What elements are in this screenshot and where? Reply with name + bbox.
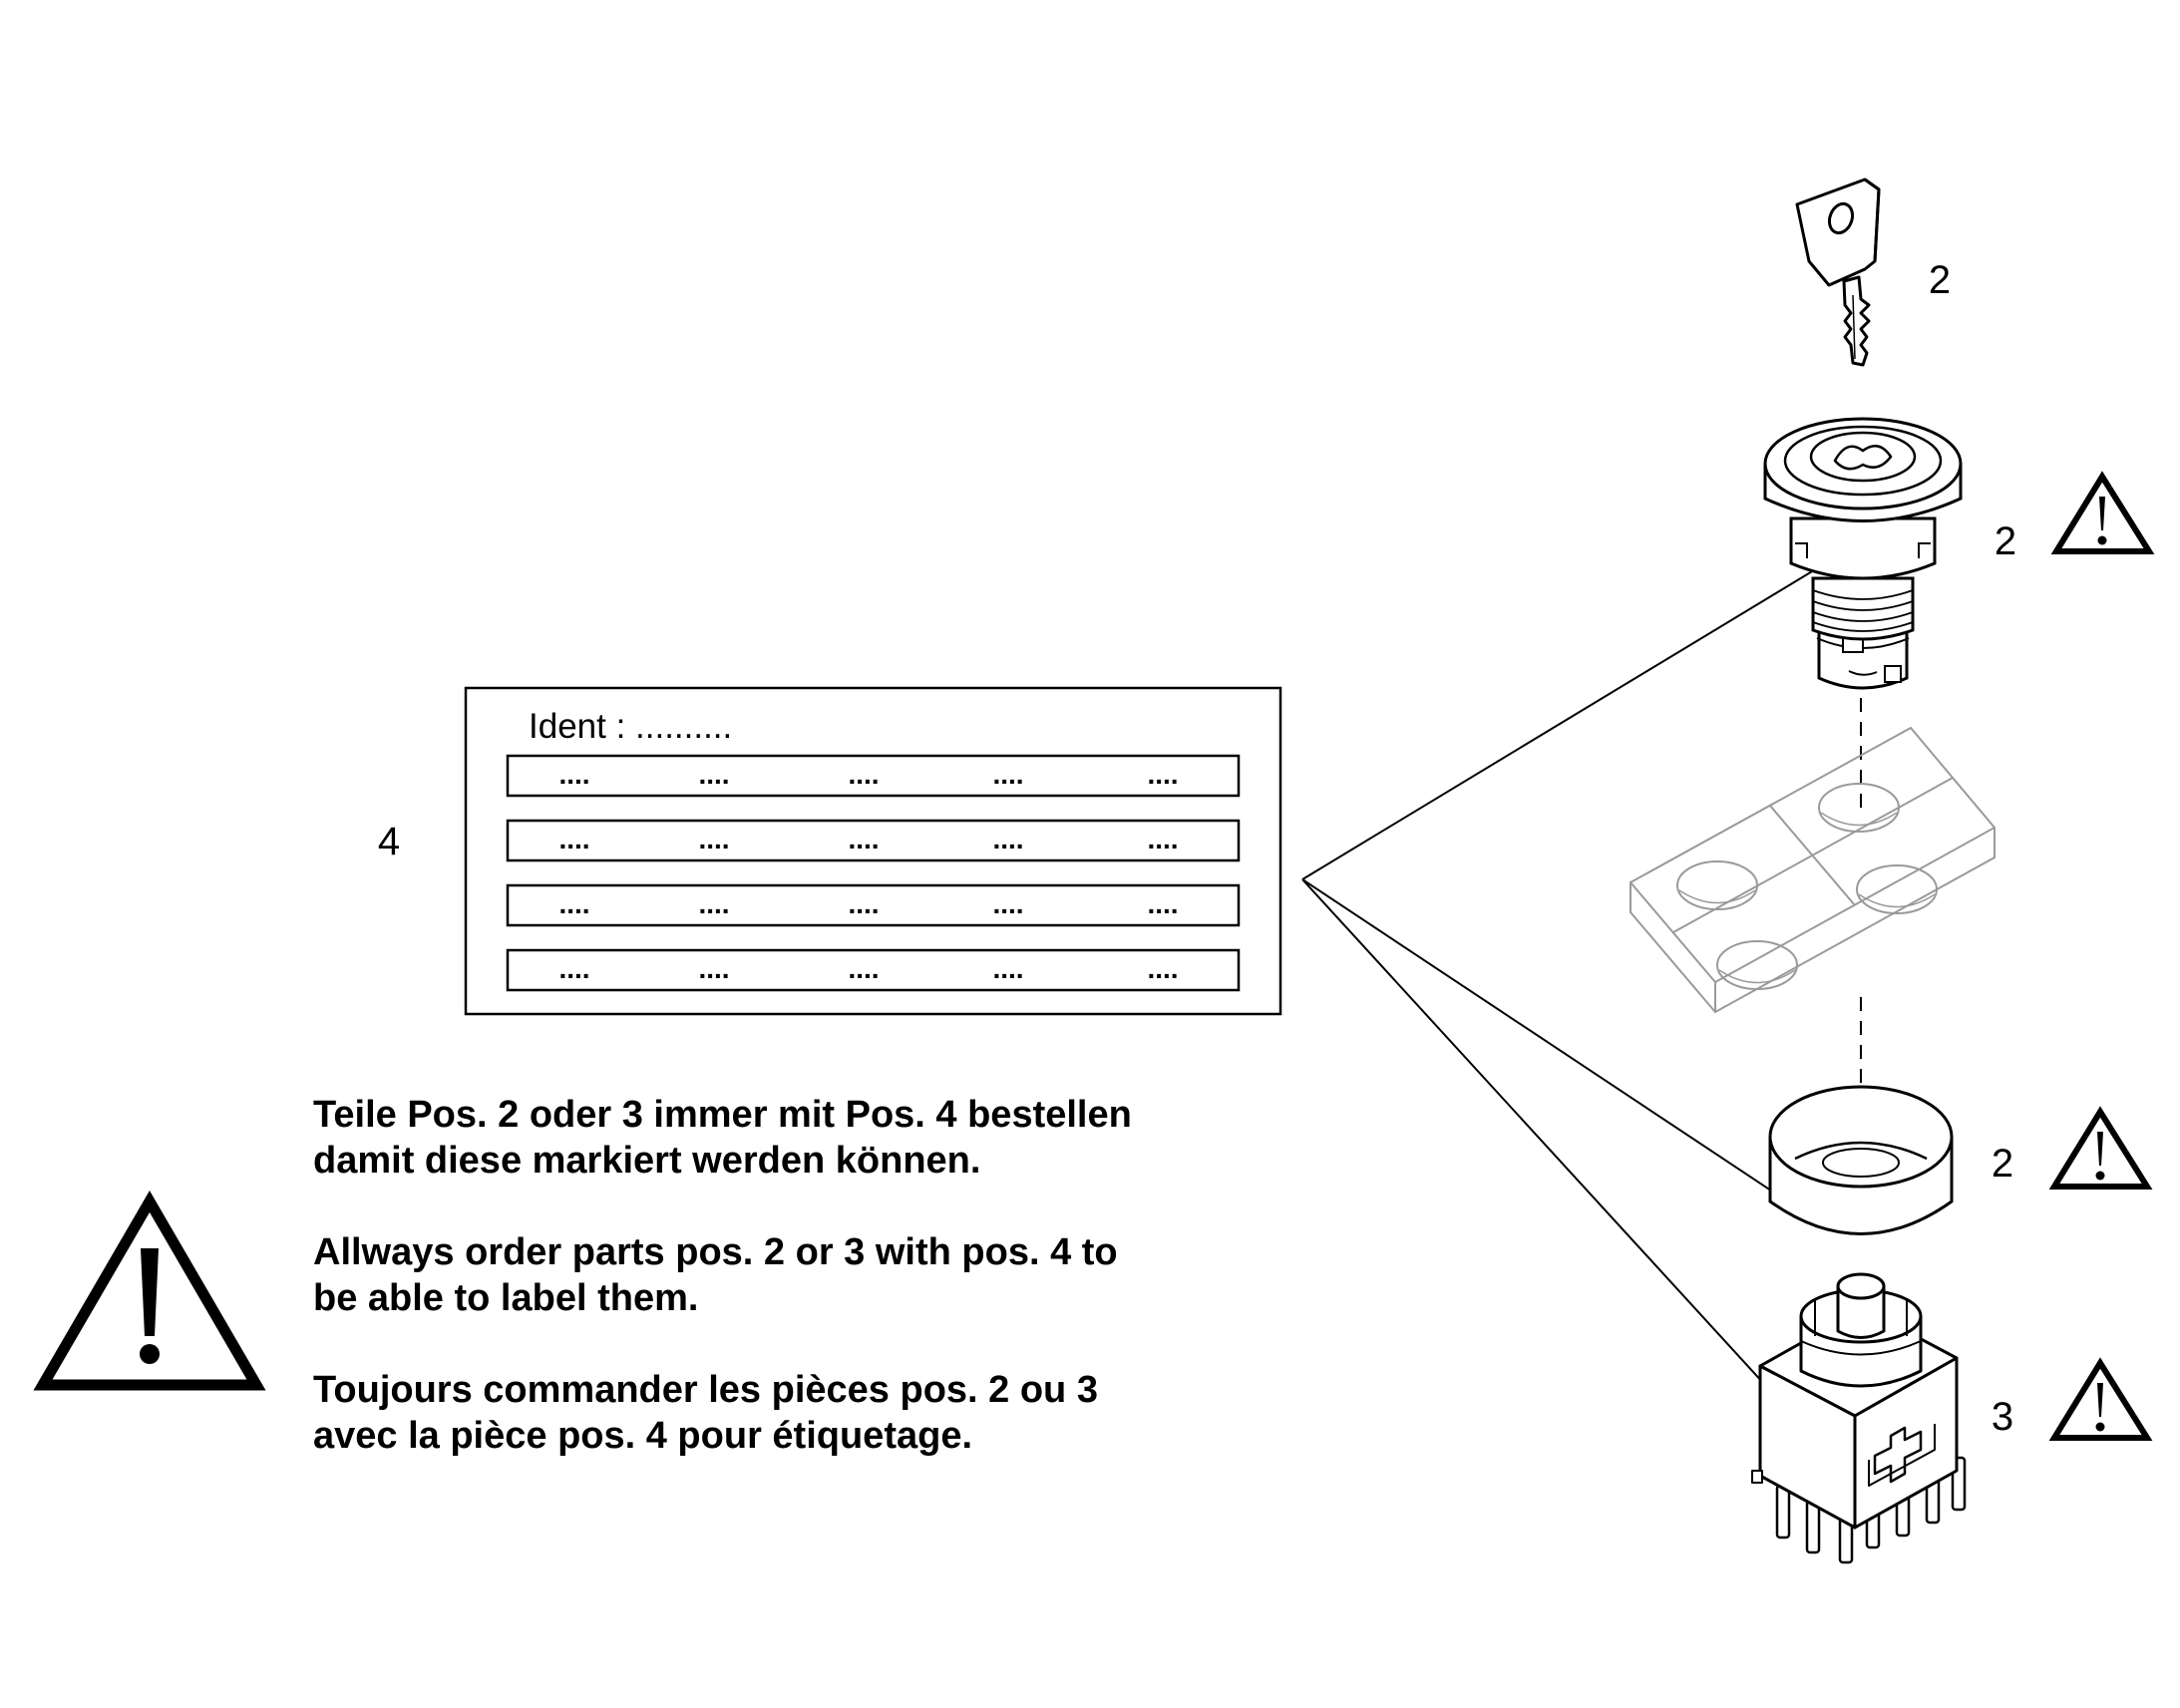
note-german: Teile Pos. 2 oder 3 immer mit Pos. 4 bes… bbox=[313, 1092, 1290, 1184]
position-label-ring: 2 bbox=[1992, 1142, 2013, 1186]
label-cell: .... bbox=[698, 759, 729, 790]
position-label-4: 4 bbox=[378, 820, 400, 863]
note-line: be able to label them. bbox=[313, 1277, 699, 1319]
position-label-switch: 3 bbox=[1992, 1395, 2013, 1439]
label-cell: .... bbox=[558, 759, 589, 790]
key-icon bbox=[1795, 177, 1881, 367]
label-row: .... .... .... .... .... bbox=[506, 754, 1241, 798]
ring-icon bbox=[1768, 1085, 1954, 1235]
leader-lines bbox=[1301, 555, 1838, 1397]
note-line: damit diese markiert werden können. bbox=[313, 1140, 981, 1182]
label-cell: .... bbox=[1147, 824, 1178, 854]
lock-cylinder-icon bbox=[1763, 417, 1963, 690]
warning-triangle-icon bbox=[2048, 1106, 2153, 1190]
ident-label: Ident : .......... bbox=[529, 707, 732, 746]
label-cell: .... bbox=[848, 824, 879, 854]
label-cell: .... bbox=[1147, 888, 1178, 919]
warning-triangle-icon bbox=[33, 1191, 266, 1391]
note-english: Allways order parts pos. 2 or 3 with pos… bbox=[313, 1229, 1290, 1321]
label-cell: .... bbox=[992, 953, 1023, 984]
note-line: Allways order parts pos. 2 or 3 with pos… bbox=[313, 1231, 1118, 1273]
note-french: Toujours commander les pièces pos. 2 ou … bbox=[313, 1367, 1290, 1459]
position-label-key: 2 bbox=[1929, 258, 1951, 302]
label-cell: .... bbox=[848, 759, 879, 790]
label-cell: .... bbox=[1147, 953, 1178, 984]
label-row: .... .... .... .... .... bbox=[506, 948, 1241, 992]
label-cell: .... bbox=[992, 888, 1023, 919]
label-cell: .... bbox=[558, 888, 589, 919]
label-row: .... .... .... .... .... bbox=[506, 883, 1241, 927]
label-row: .... .... .... .... .... bbox=[506, 819, 1241, 862]
label-card: Ident : .......... .... .... .... .... .… bbox=[464, 686, 1282, 1016]
label-cell: .... bbox=[848, 953, 879, 984]
label-cell: .... bbox=[1147, 759, 1178, 790]
label-cell: .... bbox=[558, 824, 589, 854]
mounting-plate-icon bbox=[1629, 726, 1997, 1014]
label-cell: .... bbox=[992, 759, 1023, 790]
label-cell: .... bbox=[848, 888, 879, 919]
position-label-lock: 2 bbox=[1995, 519, 2016, 563]
label-cell: .... bbox=[698, 824, 729, 854]
note-line: Teile Pos. 2 oder 3 immer mit Pos. 4 bes… bbox=[313, 1094, 1132, 1136]
switch-block-icon bbox=[1751, 1272, 1967, 1564]
warning-triangle-icon bbox=[2048, 1357, 2153, 1441]
label-cell: .... bbox=[698, 888, 729, 919]
label-cell: .... bbox=[558, 953, 589, 984]
warning-triangle-icon bbox=[2050, 471, 2155, 554]
note-line: Toujours commander les pièces pos. 2 ou … bbox=[313, 1369, 1098, 1411]
label-cell: .... bbox=[992, 824, 1023, 854]
label-cell: .... bbox=[698, 953, 729, 984]
note-line: avec la pièce pos. 4 pour étiquetage. bbox=[313, 1415, 973, 1457]
